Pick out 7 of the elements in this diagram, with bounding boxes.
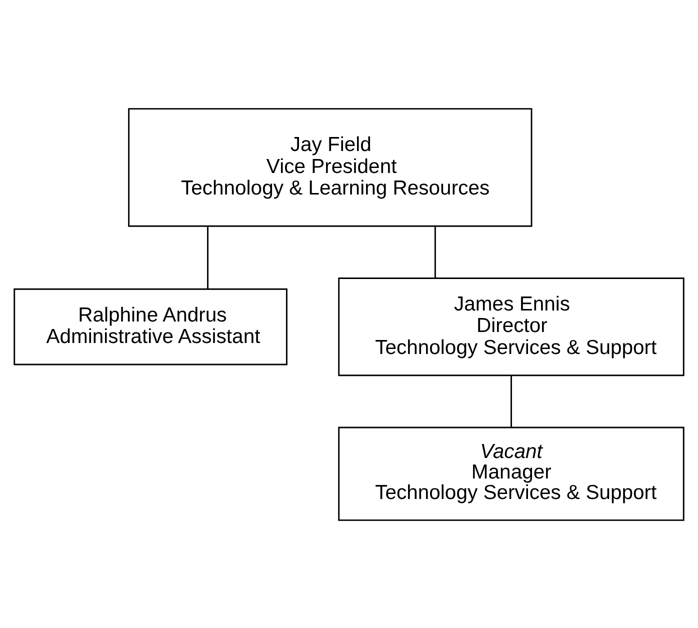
node-box: Vacant Manager Technology Services & Support xyxy=(338,426,684,520)
connector xyxy=(434,226,436,278)
node-box: James Ennis Director Technology Services & Support xyxy=(338,277,684,376)
node-box: Ralphine Andrus Administrative Assistant xyxy=(14,288,288,365)
node-box: Jay Field Vice President Technology & Learning Resources xyxy=(128,108,532,226)
connector xyxy=(510,374,512,427)
connector xyxy=(207,226,208,288)
